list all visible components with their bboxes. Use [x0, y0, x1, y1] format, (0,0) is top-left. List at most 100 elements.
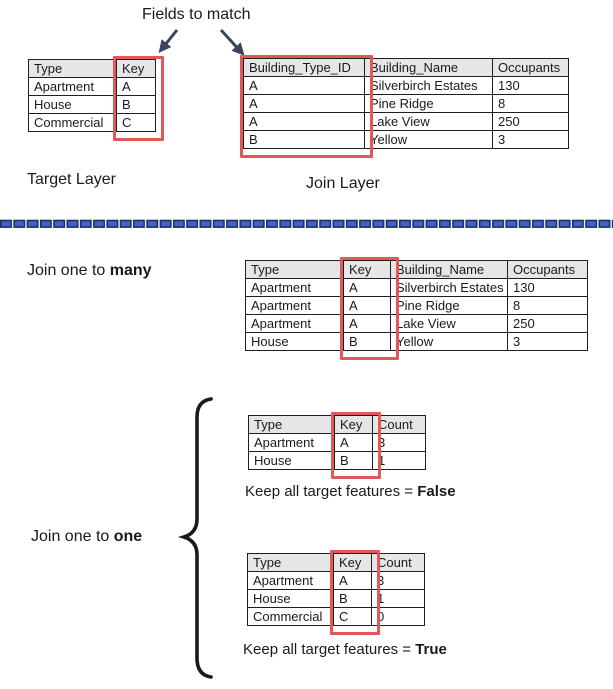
table-cell: 8	[507, 296, 588, 315]
table-cell: Commercial	[247, 607, 334, 626]
arrow-down-right-icon	[219, 28, 245, 56]
table-cell: Apartment	[28, 77, 117, 96]
table-cell: 3	[507, 332, 588, 351]
table-cell: C	[116, 113, 156, 132]
table-cell: Apartment	[245, 278, 344, 297]
table-cell: B	[343, 332, 391, 351]
join-one-to-one-label: Join one to one	[31, 528, 142, 546]
table-cell: Pine Ridge	[364, 94, 493, 113]
label-prefix: Join one to	[27, 262, 110, 279]
table-cell: A	[333, 571, 372, 590]
target-layer-label: Target Layer	[27, 171, 116, 188]
caption-prefix: Keep all target features =	[245, 483, 418, 500]
column-header: Key	[334, 415, 373, 434]
table-cell: A	[343, 278, 391, 297]
join-layer-label: Join Layer	[306, 175, 380, 192]
table-cell: A	[243, 76, 365, 95]
section-divider-line	[0, 219, 613, 229]
table-cell: Apartment	[245, 296, 344, 315]
column-header: Occupants	[507, 260, 588, 279]
table-cell: Yellow	[390, 332, 508, 351]
caption-prefix: Keep all target features =	[243, 641, 416, 658]
arrow-down-left-icon	[158, 29, 179, 53]
table-cell: 250	[492, 112, 569, 131]
table-cell: Commercial	[28, 113, 117, 132]
column-header: Count	[372, 415, 426, 434]
column-header: Building_Type_ID	[243, 58, 365, 77]
table-cell: B	[334, 451, 373, 470]
column-header: Key	[116, 59, 156, 78]
label-bold: one	[113, 528, 143, 545]
table-cell: A	[116, 77, 156, 96]
table-cell: Yellow	[364, 130, 493, 149]
table-cell: A	[243, 94, 365, 113]
column-header: Occupants	[492, 58, 569, 77]
table-cell: A	[343, 314, 391, 333]
table-cell: 250	[507, 314, 588, 333]
column-header: Building_Name	[364, 58, 493, 77]
table-cell: A	[334, 433, 373, 452]
table-cell: B	[116, 95, 156, 114]
table-cell: A	[243, 112, 365, 131]
table-cell: 130	[492, 76, 569, 95]
table-cell: House	[248, 451, 335, 470]
column-header: Key	[333, 553, 372, 572]
table-cell: Apartment	[245, 314, 344, 333]
table-cell: B	[243, 130, 365, 149]
table-cell: Lake View	[364, 112, 493, 131]
table-cell: 8	[492, 94, 569, 113]
label-prefix: Join one to	[31, 528, 114, 545]
table-cell: Lake View	[390, 314, 508, 333]
caption-bold: True	[415, 641, 447, 658]
table-cell: 1	[372, 451, 426, 470]
caption-bold: False	[417, 483, 456, 500]
keep-true-caption: Keep all target features = True	[243, 641, 447, 658]
table-cell: 1	[371, 589, 425, 608]
join-one-to-many-label: Join one to many	[27, 262, 152, 280]
curly-brace-icon	[177, 397, 213, 679]
table-cell: Apartment	[248, 433, 335, 452]
table-cell: House	[247, 589, 334, 608]
column-header: Building_Name	[390, 260, 508, 279]
table-cell: A	[343, 296, 391, 315]
table-cell: 3	[492, 130, 569, 149]
fields-to-match-title: Fields to match	[142, 6, 251, 23]
table-cell: Silverbirch Estates	[390, 278, 508, 297]
column-header: Count	[371, 553, 425, 572]
table-cell: House	[245, 332, 344, 351]
table-cell: Pine Ridge	[390, 296, 508, 315]
table-cell: C	[333, 607, 372, 626]
label-bold: many	[109, 262, 152, 279]
column-header: Type	[247, 553, 334, 572]
keep-false-caption: Keep all target features = False	[245, 483, 456, 500]
